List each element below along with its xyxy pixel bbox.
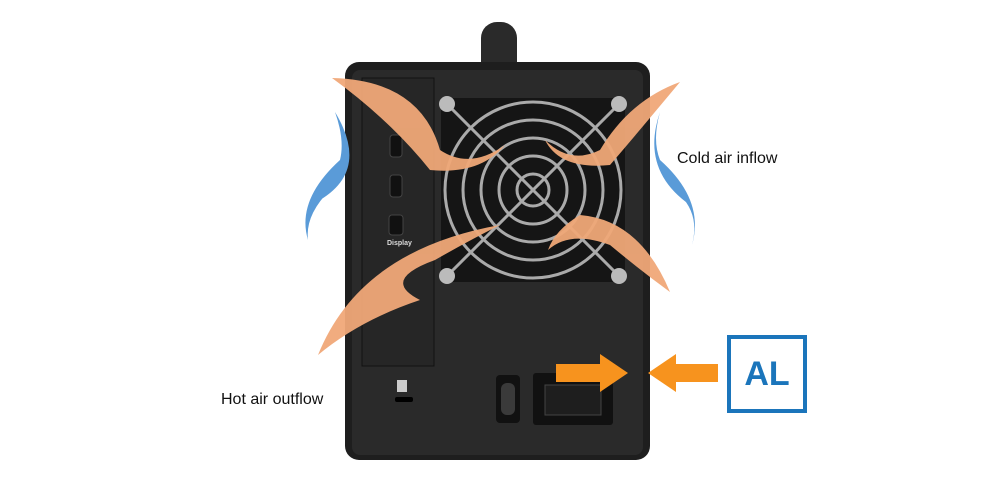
arrow-left-icon xyxy=(648,354,718,392)
arrow-right-icon xyxy=(556,354,628,392)
kensington-lock xyxy=(397,380,407,392)
cold-air-label: Cold air inflow xyxy=(677,150,778,167)
hot-air-label: Hot air outflow xyxy=(221,391,324,408)
al-badge: AL xyxy=(727,335,807,413)
thunderbolt-port-2 xyxy=(389,174,403,198)
hot-airflow xyxy=(318,78,680,355)
displayport xyxy=(388,214,404,236)
port-label-display: Display xyxy=(387,240,412,247)
thunderbolt-port-1 xyxy=(389,134,403,158)
cold-airflow-left xyxy=(305,112,350,240)
fan xyxy=(439,96,627,284)
cold-airflow-right xyxy=(654,112,695,245)
